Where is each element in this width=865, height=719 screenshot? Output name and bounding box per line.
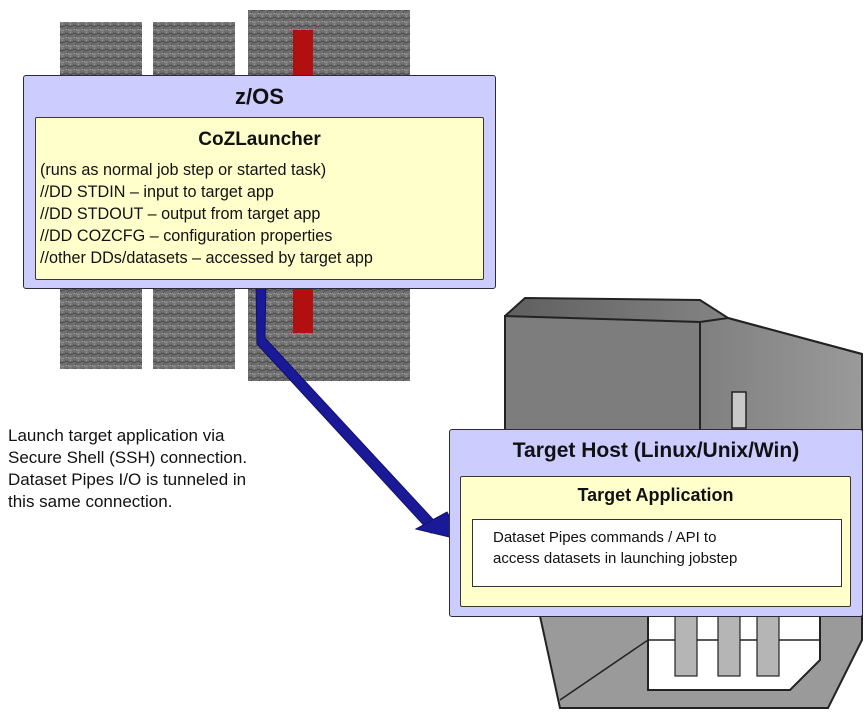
zos-system-box: z/OS CoZLauncher (runs as normal job ste… xyxy=(23,75,496,289)
connection-note: Launch target application via Secure She… xyxy=(8,425,348,513)
cozlauncher-title: CoZLauncher xyxy=(198,129,321,150)
launcher-detail-line: //DD STDOUT – output from target app xyxy=(40,205,321,223)
note-line: this same connection. xyxy=(8,492,173,511)
launcher-detail-line: //DD STDIN – input to target app xyxy=(40,183,274,201)
launcher-detail-line: //other DDs/datasets – accessed by targe… xyxy=(40,249,373,267)
note-line: Launch target application via xyxy=(8,426,225,445)
cozlauncher-details: (runs as normal job step or started task… xyxy=(36,159,483,269)
note-line: Dataset Pipes I/O is tunneled in xyxy=(8,470,247,489)
cozlauncher-box: CoZLauncher (runs as normal job step or … xyxy=(35,117,484,280)
mainframe-icon xyxy=(60,10,410,381)
target-host-box: Target Host (Linux/Unix/Win) Target Appl… xyxy=(449,429,863,617)
target-host-title: Target Host (Linux/Unix/Win) xyxy=(512,439,800,462)
zos-title: z/OS xyxy=(235,84,284,109)
api-line: access datasets in launching jobstep xyxy=(493,550,738,567)
target-application-title: Target Application xyxy=(577,485,734,505)
target-application-box: Target Application Dataset Pipes command… xyxy=(460,476,851,607)
launcher-detail-line: (runs as normal job step or started task… xyxy=(40,161,327,179)
api-line: Dataset Pipes commands / API to xyxy=(493,529,717,546)
note-line: Secure Shell (SSH) connection. xyxy=(8,448,248,467)
dataset-pipes-api-box: Dataset Pipes commands / API to access d… xyxy=(472,519,842,587)
launcher-detail-line: //DD COZCFG – configuration properties xyxy=(40,227,333,245)
